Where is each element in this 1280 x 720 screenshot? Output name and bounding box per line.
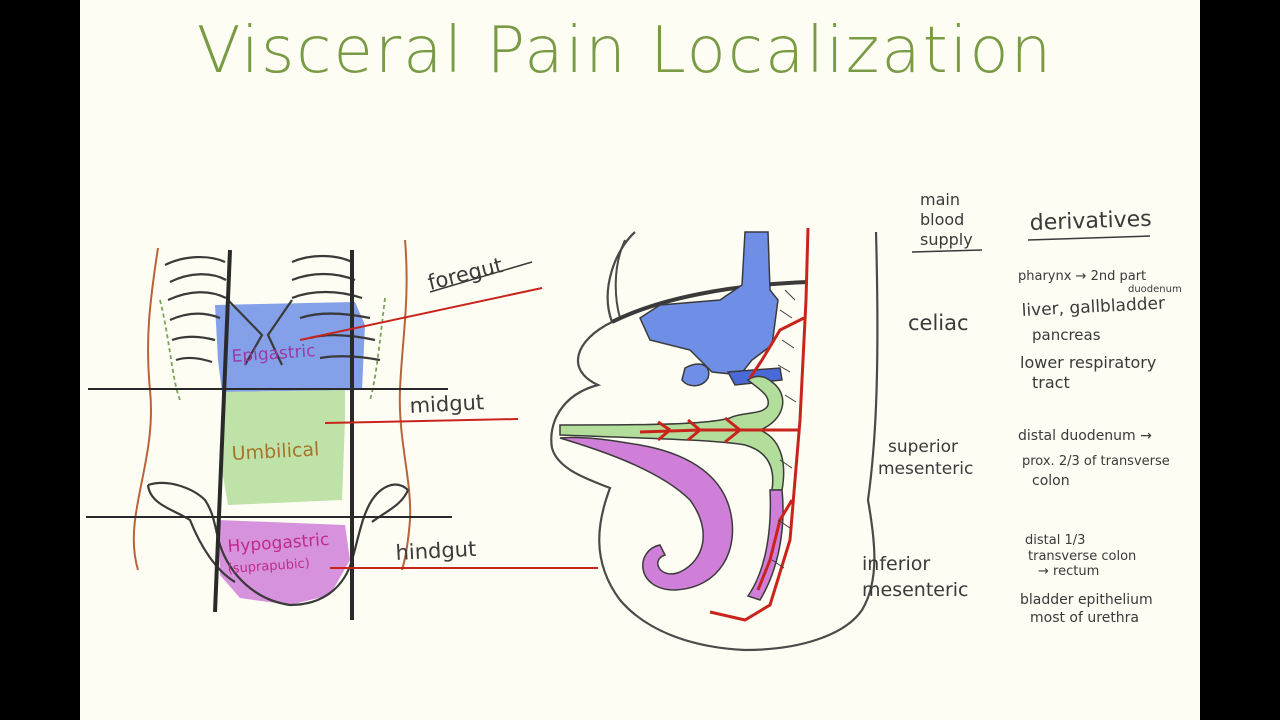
celiac-artery: [748, 316, 805, 379]
rectum: [746, 489, 784, 601]
header-supply: main blood supply: [911, 190, 983, 253]
liver-bud: [681, 363, 710, 387]
derivative-celiac-4: pancreas: [1032, 326, 1101, 344]
diaphragm-line: [611, 280, 809, 324]
supply-celiac: celiac: [908, 311, 969, 335]
derivative-superior-1: distal duodenum →: [1018, 428, 1152, 444]
foregut-structure: [639, 231, 779, 376]
inferior-mesenteric-artery: [756, 499, 794, 591]
derivative-inferior-2: transverse colon: [1028, 549, 1136, 564]
derivative-superior-3: colon: [1032, 473, 1070, 489]
header-derivatives-underline: [1027, 235, 1151, 241]
derivative-inferior-5: most of urethra: [1030, 610, 1139, 626]
foregut-underline: [429, 261, 533, 293]
midgut-label: midgut: [409, 390, 485, 418]
header-supply-line-1: main: [920, 190, 960, 209]
umbilical-region: [222, 390, 345, 505]
derivative-inferior-3: → rectum: [1038, 564, 1099, 579]
midgut-loop: [559, 375, 785, 491]
derivative-celiac-5: lower respiratory: [1020, 353, 1156, 372]
blood-supply-table: main blood supply derivatives celiac pha…: [862, 190, 1182, 626]
rib-cage: [164, 254, 381, 366]
hypogastric-region: [218, 520, 350, 605]
derivative-inferior-4: bladder epithelium: [1020, 592, 1153, 608]
hindgut-label: hindgut: [395, 537, 477, 565]
costal-margin: [159, 297, 386, 401]
midgut-pointer: [324, 418, 519, 424]
header-supply-line-3: supply: [920, 230, 973, 249]
derivative-superior-2: prox. 2/3 of transverse: [1022, 454, 1170, 469]
mesentery-hatching: [771, 289, 797, 569]
supply-superior-1: superior: [888, 437, 958, 457]
header-supply-underline: [911, 249, 983, 253]
pelvis: [146, 481, 410, 607]
hindgut-loop: [559, 436, 734, 591]
header-supply-line-2: blood: [920, 210, 964, 229]
supply-inferior-2: mesenteric: [862, 579, 969, 601]
embryo-gut-diagram: [550, 227, 879, 652]
header-derivatives: derivatives: [1029, 207, 1152, 236]
umbilical-label: Umbilical: [231, 438, 320, 465]
foregut-pointer: [299, 287, 543, 341]
page-title: Visceral Pain Localization: [197, 14, 1053, 88]
left-vertical-line: [213, 249, 232, 613]
suprapubic-label: (suprapubic): [227, 556, 310, 577]
aorta-and-branches: [639, 227, 810, 622]
derivative-inferior-1: distal 1/3: [1025, 533, 1085, 548]
derivative-celiac-1: pharynx → 2nd part: [1018, 269, 1146, 284]
body-outline-left: [132, 247, 159, 571]
embryo-inner-outline: [614, 239, 626, 319]
body-outline-right: [398, 239, 412, 571]
derivative-celiac-2: duodenum: [1128, 284, 1182, 295]
supply-inferior-1: inferior: [862, 553, 930, 575]
derivative-celiac-6: tract: [1032, 373, 1070, 392]
aorta: [709, 227, 810, 622]
supply-superior-2: mesenteric: [878, 459, 973, 479]
embryo-outline: [550, 231, 879, 652]
